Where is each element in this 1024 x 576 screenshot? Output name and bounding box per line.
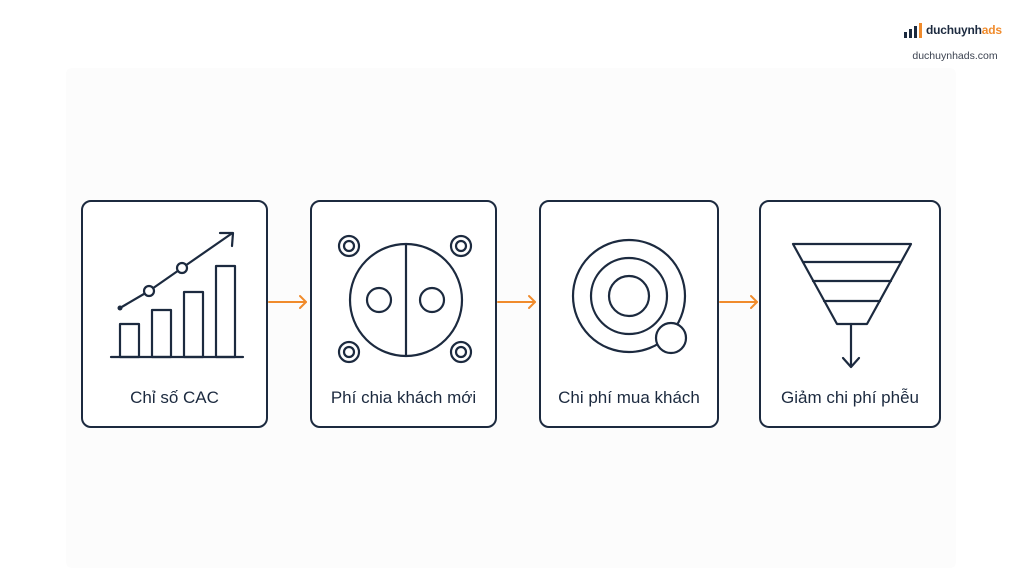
concentric-target-icon xyxy=(571,238,688,355)
brand-wordmark: duchuynhads xyxy=(926,23,1002,37)
step-label: Phí chia khách mới xyxy=(330,388,477,407)
brand-name: duchuynh xyxy=(926,23,982,37)
step-card-acquisition-cost: Chi phí mua khách xyxy=(539,200,719,428)
split-circle-icon xyxy=(337,234,473,364)
bar-chart-trend-icon xyxy=(109,231,245,359)
step-label: Chi phí mua khách xyxy=(558,388,700,407)
funnel-icon xyxy=(791,242,913,369)
step-label: Giảm chi phí phễu xyxy=(781,388,919,407)
step-label: Chỉ số CAC xyxy=(130,388,219,407)
brand-logo[interactable]: duchuynhads xyxy=(904,20,1002,40)
step-card-reduce-funnel-cost: Giảm chi phí phễu xyxy=(759,200,941,428)
step-card-cac: Chỉ số CAC xyxy=(81,200,268,428)
brand-website[interactable]: duchuynhads.com xyxy=(912,50,998,62)
arrow-right-icon xyxy=(497,295,536,309)
brand-name-accent: ads xyxy=(981,23,1002,37)
step-card-new-customer-fee: Phí chia khách mới xyxy=(310,200,497,428)
arrow-right-icon xyxy=(268,295,307,309)
logo-bars-icon xyxy=(904,22,922,38)
arrow-right-icon xyxy=(719,295,758,309)
